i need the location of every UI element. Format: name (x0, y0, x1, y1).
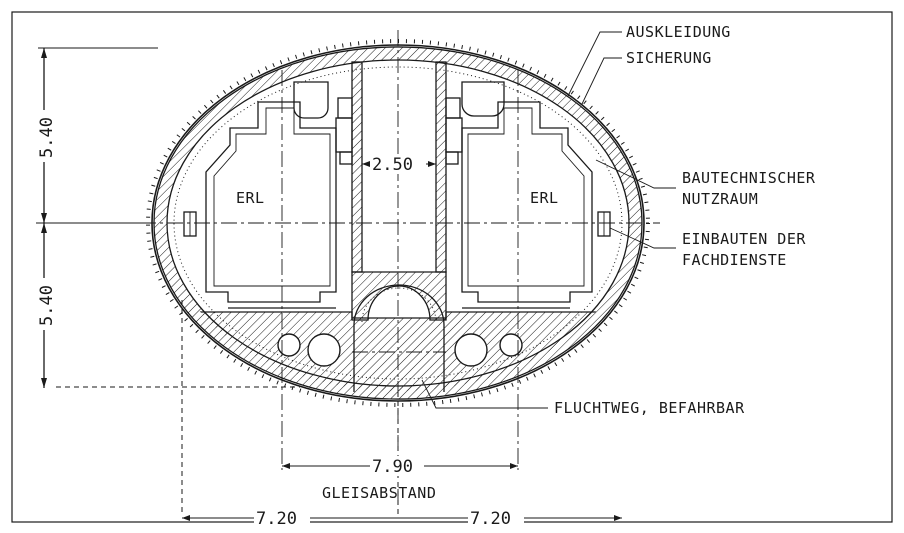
dimension-center-width: 2.50 (372, 155, 413, 175)
label-lining: AUSKLEIDUNG (626, 23, 731, 41)
clearance-inner-right (467, 107, 585, 287)
equipment-box-top-left (293, 81, 329, 119)
label-utility-space-line1: BAUTECHNISCHER (682, 169, 816, 187)
label-installations-line2: FACHDIENSTE (682, 251, 787, 269)
label-escape-route: FLUCHTWEG, BEFAHRBAR (554, 399, 745, 417)
label-clearance-left: ERL (236, 189, 265, 207)
label-utility-space-line2: NUTZRAUM (682, 190, 758, 208)
dimension-track-distance: 7.90 (372, 457, 413, 477)
wall-device-right-3 (445, 151, 459, 165)
leader-escape-route (421, 379, 548, 409)
center-wall-right (435, 61, 447, 273)
wall-device-right-1 (445, 97, 461, 119)
drawing-frame (11, 11, 893, 523)
escape-route-opening (353, 284, 445, 392)
label-track-spacing: GLEISABSTAND (322, 484, 436, 502)
pipe-left-large (307, 333, 341, 367)
dimension-upper-height: 5.40 (37, 117, 57, 158)
dimension-left-half: 7.20 (256, 509, 297, 529)
clearance-inner-left (213, 107, 331, 287)
label-clearance-right: ERL (530, 189, 559, 207)
label-installations-line1: EINBAUTEN DER (682, 230, 806, 248)
clearance-envelope-right (461, 101, 593, 303)
clearance-envelope-left (205, 101, 337, 303)
dimension-lower-height: 5.40 (37, 285, 57, 326)
leader-installations (609, 227, 676, 249)
center-wall-left (351, 61, 363, 273)
leader-utility-space (595, 159, 676, 189)
pipe-right-small (499, 333, 523, 357)
floor-slab (165, 311, 631, 391)
label-support: SICHERUNG (626, 49, 712, 67)
pipe-left-small (277, 333, 301, 357)
wall-device-left-2 (335, 117, 353, 153)
wall-device-left-1 (337, 97, 353, 119)
leader-support (581, 57, 622, 105)
wall-device-left-3 (339, 151, 353, 165)
dimension-right-half: 7.20 (470, 509, 511, 529)
equipment-box-top-right (461, 81, 505, 117)
pipe-right-large (454, 333, 488, 367)
wall-device-right-2 (445, 117, 463, 153)
escape-vault-dotted (361, 287, 437, 323)
escape-header (351, 271, 447, 321)
leader-lining (567, 31, 622, 97)
